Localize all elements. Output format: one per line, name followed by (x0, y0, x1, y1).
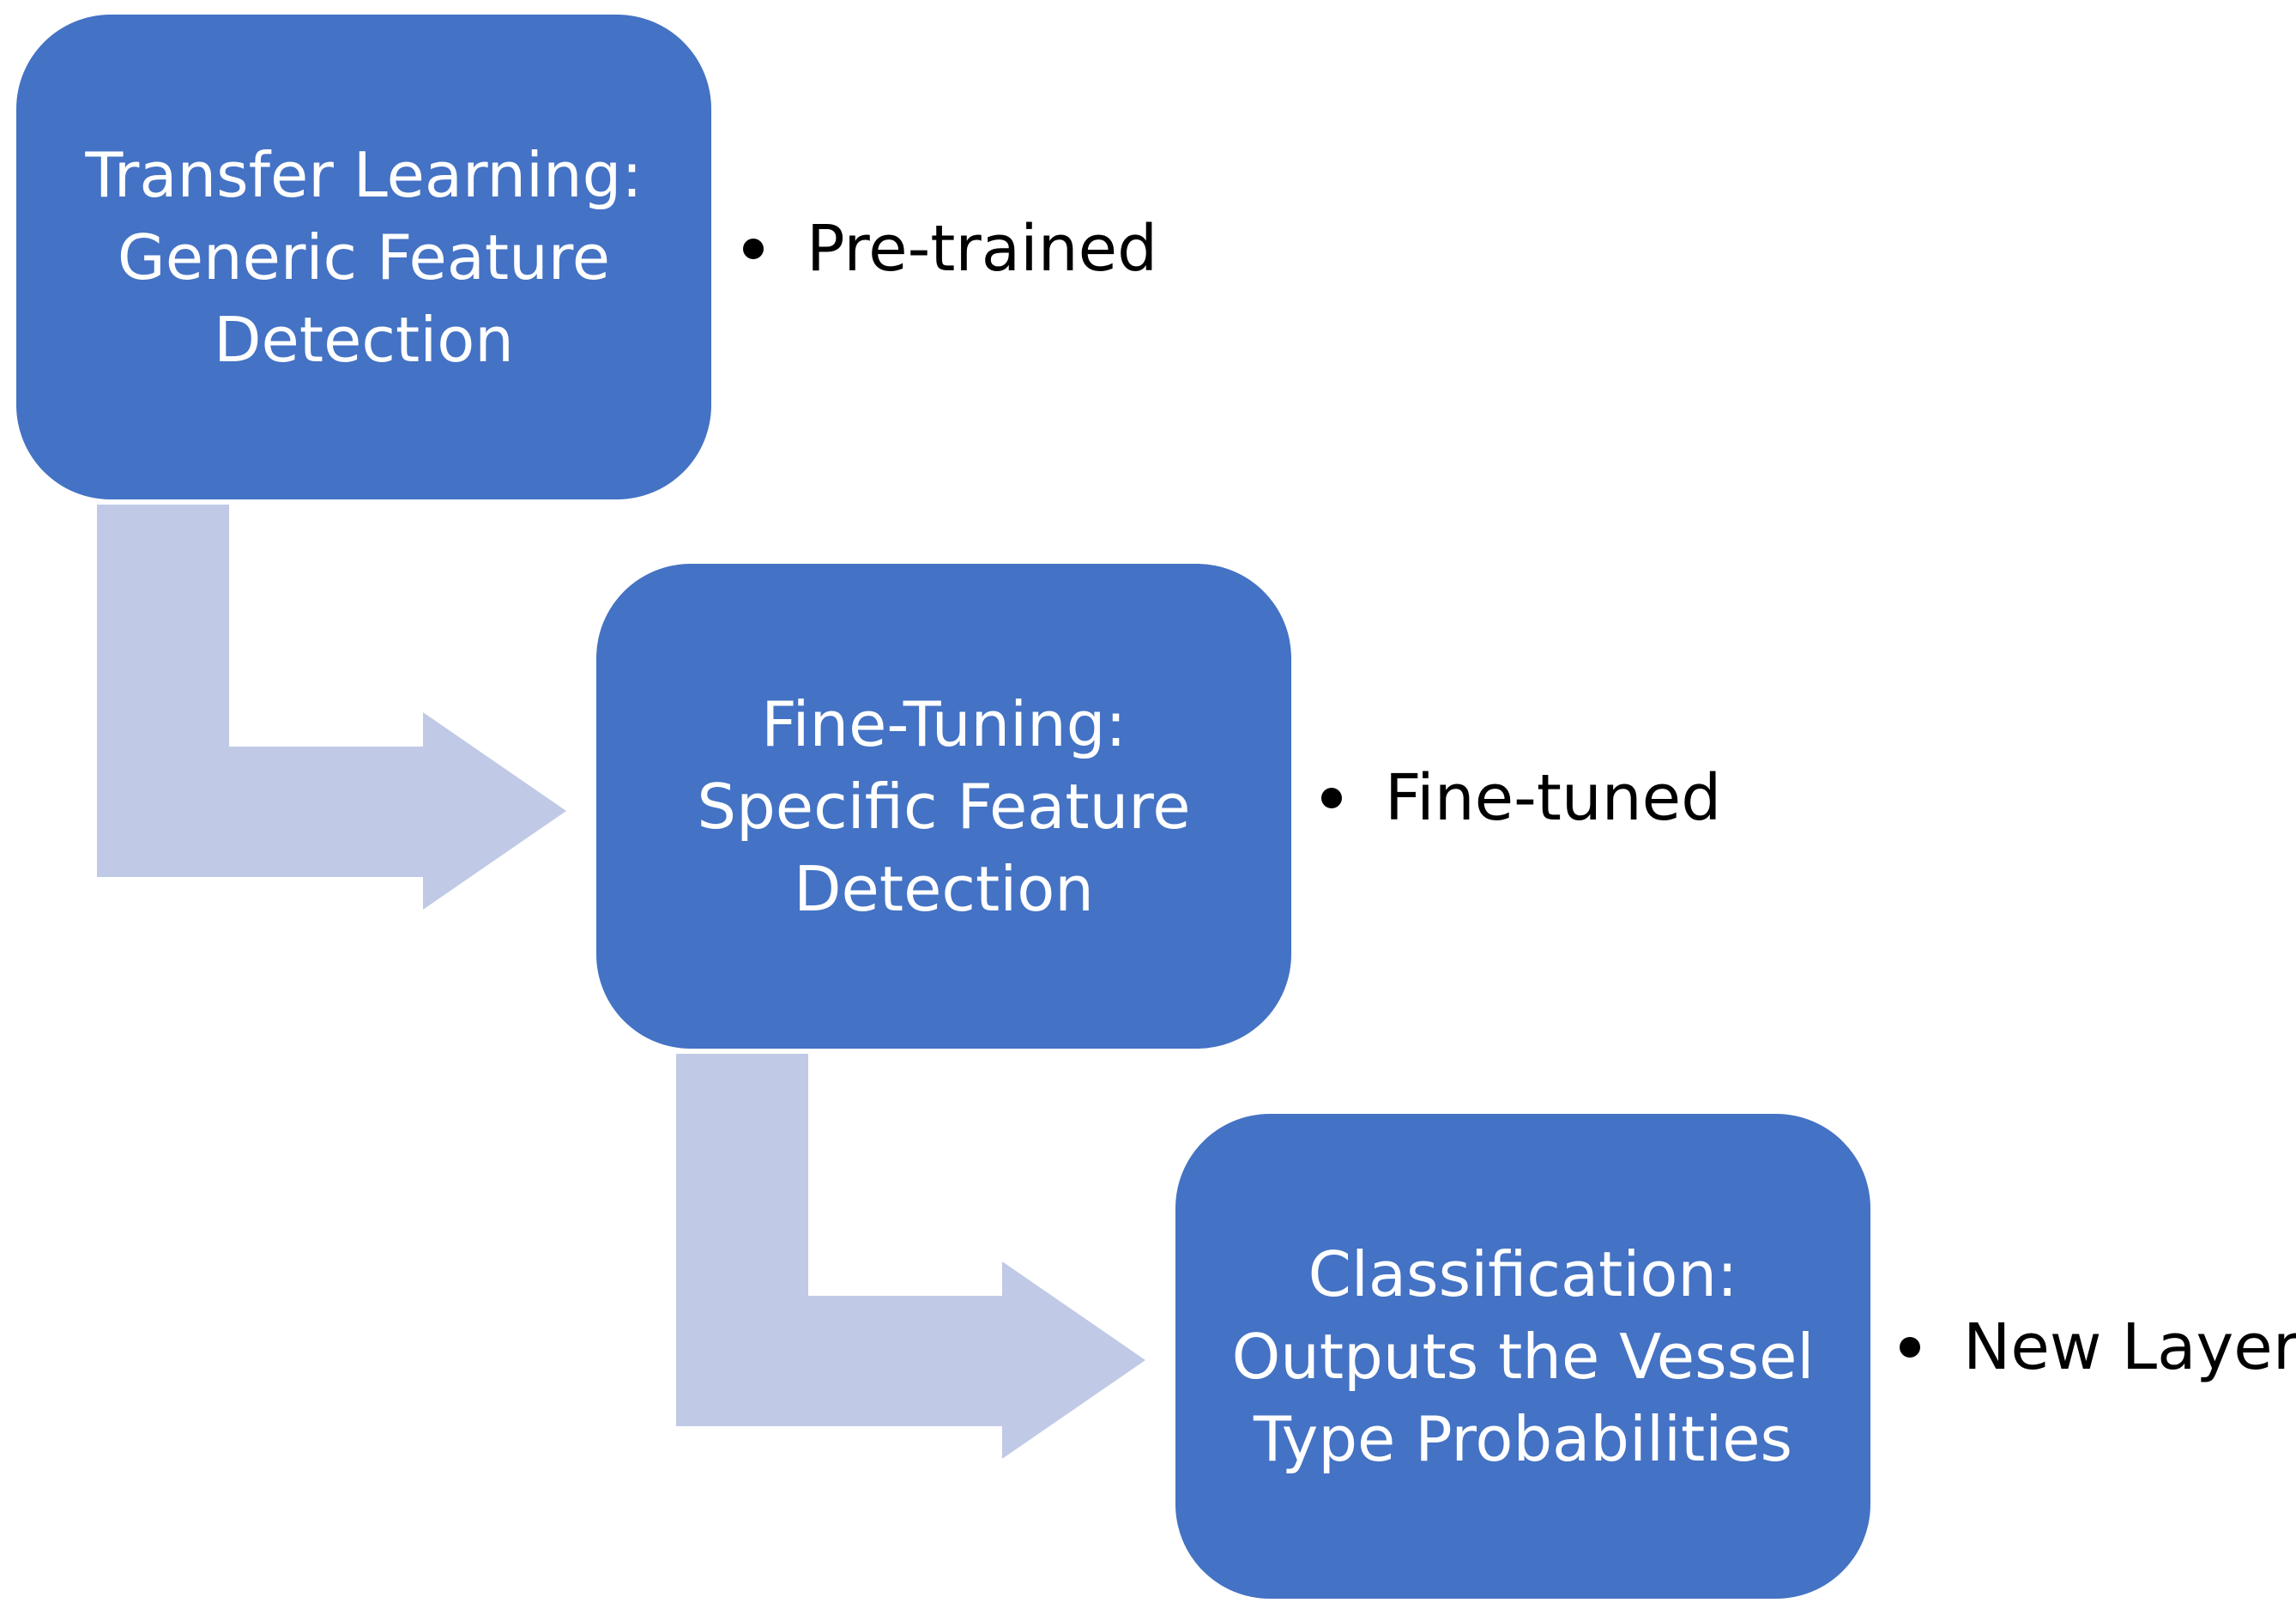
step-3-line-3: Type Probabilities (1253, 1402, 1793, 1475)
step-box-fine-tuning: Fine-Tuning: Specific Feature Detection (596, 564, 1291, 1049)
step-box-transfer-learning: Transfer Learning: Generic Feature Detec… (16, 15, 711, 499)
step-2-line-3: Detection (794, 852, 1094, 925)
bullet-dot-icon (1321, 788, 1342, 808)
bullet-dot-icon (743, 239, 764, 259)
connector-arrow-1-to-2 (97, 505, 566, 910)
step-2-line-2: Specific Feature (697, 770, 1191, 843)
step-1-line-3: Detection (214, 303, 514, 376)
bullet-dot-icon (1900, 1337, 1920, 1358)
step-1-line-1: Transfer Learning: (85, 138, 643, 211)
step-2-note-text: Fine-tuned (1385, 761, 1722, 835)
step-1-note: Pre-trained (743, 217, 1157, 281)
step-3-line-1: Classification: (1308, 1237, 1738, 1310)
step-2-note: Fine-tuned (1321, 766, 1721, 830)
step-box-classification: Classification: Outputs the Vessel Type … (1175, 1114, 1870, 1599)
step-3-note: New Layer (1900, 1316, 2296, 1379)
step-3-note-text: New Layer (1963, 1310, 2296, 1384)
step-3-line-2: Outputs the Vessel (1231, 1320, 1815, 1393)
connector-arrow-2-to-3 (676, 1054, 1145, 1459)
step-2-line-1: Fine-Tuning: (761, 687, 1127, 760)
step-1-line-2: Generic Feature (117, 221, 611, 293)
step-1-note-text: Pre-trained (807, 212, 1158, 286)
